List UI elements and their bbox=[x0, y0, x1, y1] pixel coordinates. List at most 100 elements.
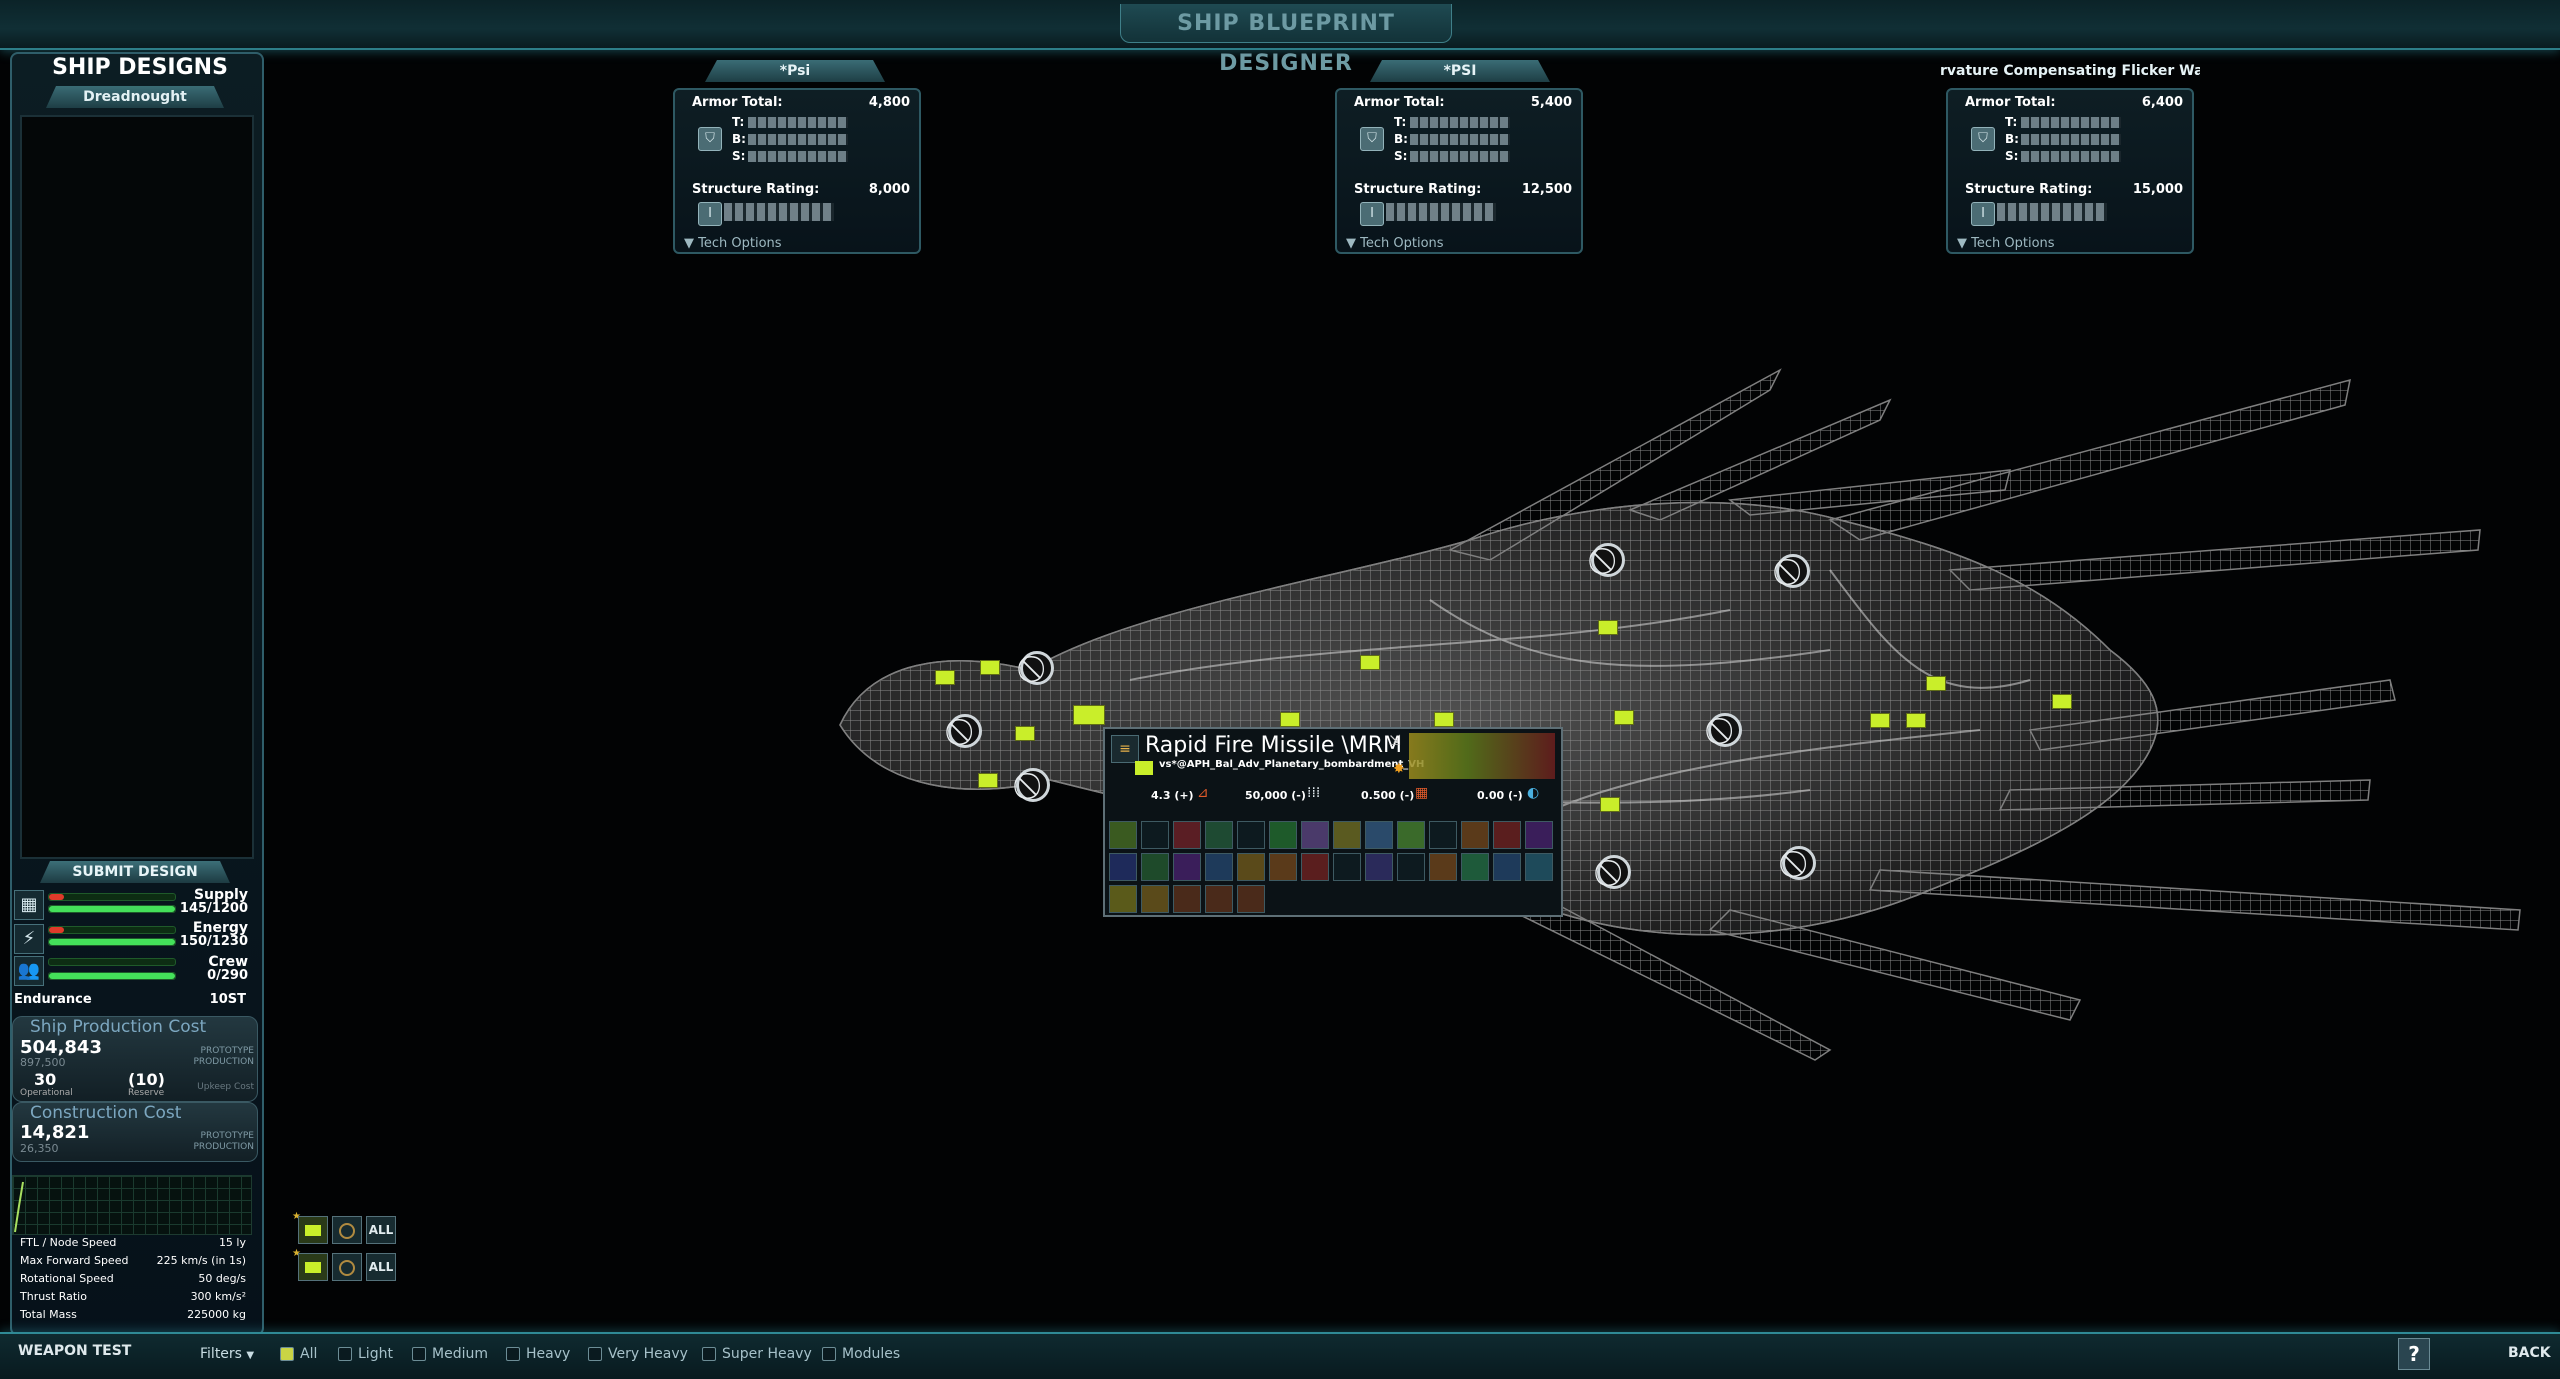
stat-total-mass-value: 225000 kg bbox=[187, 1308, 246, 1321]
weapon-option-icon[interactable] bbox=[1173, 853, 1201, 881]
weapon-option-icon[interactable] bbox=[1493, 821, 1521, 849]
stat-forward-speed-label: Max Forward Speed bbox=[20, 1254, 129, 1267]
weapon-slot[interactable] bbox=[2052, 694, 2072, 709]
weapon-option-icon[interactable] bbox=[1397, 821, 1425, 849]
turret-toggle-1[interactable] bbox=[332, 1216, 362, 1244]
tech-options-2[interactable]: ▼ Tech Options bbox=[1346, 236, 1444, 251]
all-toggle-2[interactable]: ALL bbox=[366, 1253, 396, 1281]
filter-very-heavy[interactable]: Very Heavy bbox=[588, 1346, 688, 1362]
weapon-option-icon[interactable] bbox=[1333, 853, 1361, 881]
weapon-option-icon[interactable] bbox=[1429, 821, 1457, 849]
back-button[interactable]: BACK bbox=[2508, 1345, 2551, 1361]
weapon-option-icon[interactable] bbox=[1109, 821, 1137, 849]
blocked-slot-icon[interactable]: ⃠ bbox=[1591, 543, 1625, 577]
armor-shield-icon-3: ⛉ bbox=[1971, 127, 1995, 151]
weapon-test-button[interactable]: WEAPON TEST bbox=[18, 1343, 132, 1359]
weapon-option-icon[interactable] bbox=[1173, 885, 1201, 913]
blocked-slot-icon[interactable]: ⃠ bbox=[1597, 855, 1631, 889]
filter-medium[interactable]: Medium bbox=[412, 1346, 488, 1362]
blocked-slot-icon[interactable]: ⃠ bbox=[1020, 651, 1054, 685]
weapon-option-icon[interactable] bbox=[1493, 853, 1521, 881]
weapon-slot[interactable] bbox=[1926, 676, 1946, 691]
weapon-option-icon[interactable] bbox=[1461, 821, 1489, 849]
help-button[interactable]: ? bbox=[2398, 1338, 2430, 1370]
weapon-option-icon[interactable] bbox=[1301, 853, 1329, 881]
armor-s-label-3: S: bbox=[2005, 149, 2019, 163]
weapon-option-icon[interactable] bbox=[1141, 853, 1169, 881]
weapon-option-icon[interactable] bbox=[1205, 853, 1233, 881]
ship-class-tab[interactable]: Dreadnought bbox=[46, 86, 224, 108]
blocked-slot-icon[interactable]: ⃠ bbox=[1016, 768, 1050, 802]
armor-tab-3[interactable]: rvature Compensating Flicker Wa bbox=[1940, 63, 2200, 79]
weapon-option-icon[interactable] bbox=[1365, 853, 1393, 881]
weapon-option-icon[interactable] bbox=[1333, 821, 1361, 849]
weapon-slot[interactable] bbox=[1598, 620, 1618, 635]
weapon-option-icon[interactable] bbox=[1173, 821, 1201, 849]
weapon-slot[interactable] bbox=[1015, 726, 1035, 741]
structure-label-2: Structure Rating: bbox=[1354, 182, 1482, 197]
filter-super-heavy[interactable]: Super Heavy bbox=[702, 1346, 812, 1362]
weapon-option-icon[interactable] bbox=[1237, 853, 1265, 881]
filters-dropdown[interactable]: Filters ▼ bbox=[200, 1346, 254, 1362]
weapon-option-icon[interactable] bbox=[1269, 853, 1297, 881]
blocked-slot-icon[interactable]: ⃠ bbox=[1708, 713, 1742, 747]
stat-ftl: FTL / Node Speed 15 ly bbox=[20, 1236, 246, 1253]
crew-icon: 👥 bbox=[14, 956, 44, 986]
weapon-icon-grid bbox=[1107, 821, 1559, 913]
weapon-option-icon[interactable] bbox=[1109, 853, 1137, 881]
weapon-slot[interactable] bbox=[1906, 713, 1926, 728]
weapon-slot[interactable] bbox=[1600, 797, 1620, 812]
weapon-slot[interactable] bbox=[980, 660, 1000, 675]
weapon-option-icon[interactable] bbox=[1397, 853, 1425, 881]
weapon-slot[interactable] bbox=[1870, 713, 1890, 728]
armor-panel-1 bbox=[673, 88, 921, 254]
weapon-option-icon[interactable] bbox=[1109, 885, 1137, 913]
armor-tab-1[interactable]: *Psi bbox=[705, 60, 885, 82]
weapon-type-toggle-1[interactable] bbox=[298, 1216, 328, 1244]
turret-toggle-2[interactable] bbox=[332, 1253, 362, 1281]
filter-heavy[interactable]: Heavy bbox=[506, 1346, 570, 1362]
construction-tag-prototype: PROTOTYPE bbox=[200, 1131, 254, 1141]
tech-options-3[interactable]: ▼ Tech Options bbox=[1957, 236, 2055, 251]
blocked-slot-icon[interactable]: ⃠ bbox=[1782, 846, 1816, 880]
weapon-option-icon[interactable] bbox=[1205, 885, 1233, 913]
weapon-slot-icon bbox=[1135, 761, 1153, 775]
weapon-option-icon[interactable] bbox=[1461, 853, 1489, 881]
filter-light[interactable]: Light bbox=[338, 1346, 393, 1362]
production-cost-sub: 897,500 bbox=[20, 1056, 66, 1069]
weapon-slot[interactable] bbox=[978, 773, 998, 788]
filter-modules[interactable]: Modules bbox=[822, 1346, 900, 1362]
weapon-option-icon[interactable] bbox=[1301, 821, 1329, 849]
stat-rotational-speed-value: 50 deg/s bbox=[198, 1272, 246, 1285]
weapon-option-icon[interactable] bbox=[1525, 853, 1553, 881]
filter-all[interactable]: All bbox=[280, 1346, 317, 1362]
weapon-slot[interactable] bbox=[1280, 712, 1300, 727]
weapon-type-toggle-2[interactable] bbox=[298, 1253, 328, 1281]
endurance-value: 10ST bbox=[209, 992, 246, 1007]
armor-tab-2[interactable]: *PSI bbox=[1370, 60, 1550, 82]
weapon-slot[interactable] bbox=[935, 670, 955, 685]
weapon-option-icon[interactable] bbox=[1237, 885, 1265, 913]
weapon-slot[interactable] bbox=[1360, 655, 1380, 670]
ship-hull[interactable] bbox=[830, 350, 2530, 1090]
weapon-slot[interactable] bbox=[1614, 710, 1634, 725]
production-cost-value: 504,843 bbox=[20, 1037, 102, 1058]
weapon-option-icon[interactable] bbox=[1525, 821, 1553, 849]
weapon-option-icon[interactable] bbox=[1141, 821, 1169, 849]
weapon-option-icon[interactable] bbox=[1237, 821, 1265, 849]
all-toggle-1[interactable]: ALL bbox=[366, 1216, 396, 1244]
weapon-option-icon[interactable] bbox=[1365, 821, 1393, 849]
designs-list[interactable] bbox=[20, 115, 254, 859]
weapon-option-icon[interactable] bbox=[1269, 821, 1297, 849]
weapon-option-icon[interactable] bbox=[1205, 821, 1233, 849]
weapon-option-icon[interactable] bbox=[1141, 885, 1169, 913]
blocked-slot-icon[interactable]: ⃠ bbox=[948, 714, 982, 748]
weapon-option-icon[interactable] bbox=[1429, 853, 1457, 881]
weapon-slot-selected[interactable] bbox=[1073, 705, 1105, 725]
tech-options-1[interactable]: ▼ Tech Options bbox=[684, 236, 782, 251]
filter-very-heavy-label: Very Heavy bbox=[608, 1346, 688, 1362]
weapon-slot[interactable] bbox=[1434, 712, 1454, 727]
submit-design-button[interactable]: SUBMIT DESIGN bbox=[40, 861, 230, 883]
energy-value: 150/1230 bbox=[179, 934, 248, 949]
blocked-slot-icon[interactable]: ⃠ bbox=[1776, 554, 1810, 588]
